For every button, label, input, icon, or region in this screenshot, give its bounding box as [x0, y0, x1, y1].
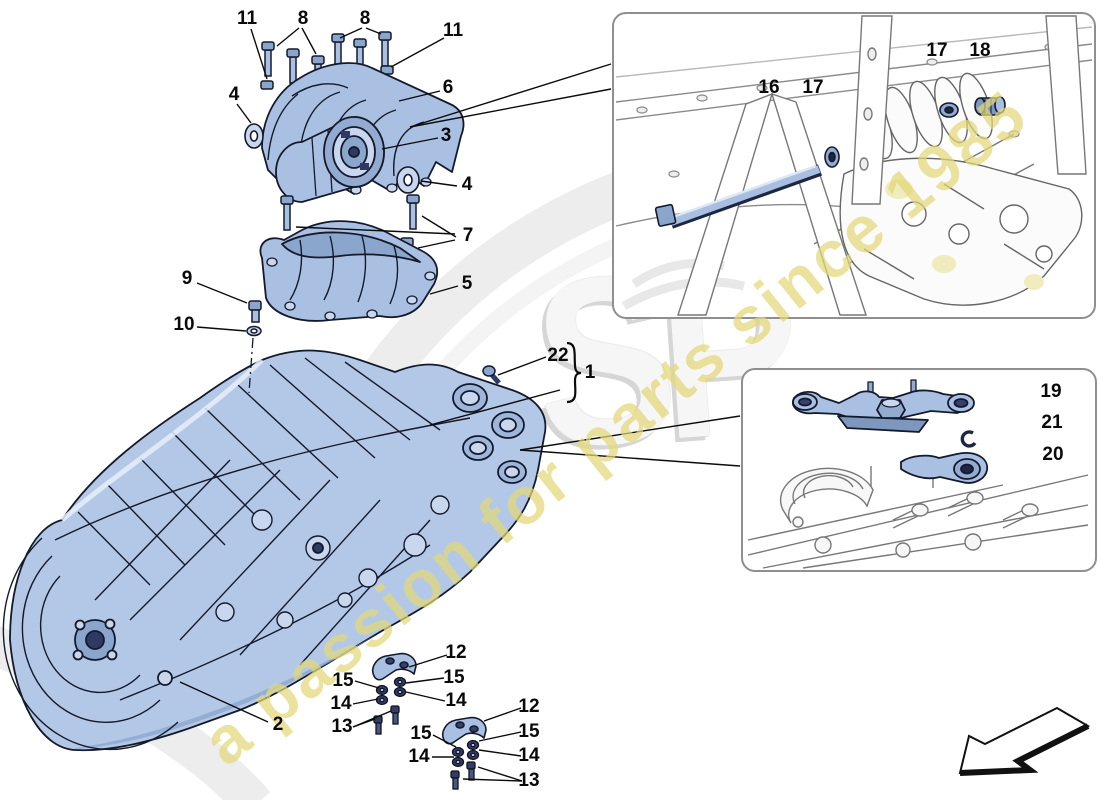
- part-12-bracket-set2: [441, 716, 487, 745]
- part-19-support-bracket: [791, 379, 975, 433]
- part-16-tie-rod: [654, 164, 823, 229]
- callout-1-brace: [566, 341, 582, 404]
- part-21-circlip: [960, 430, 977, 448]
- callout-1: 1: [584, 362, 596, 383]
- part-3-engine-mount-damper: [275, 116, 385, 203]
- part-15-14-washers-set2: [451, 739, 480, 768]
- drain-plug-part-2: [157, 670, 173, 686]
- callout-18: 18: [969, 40, 991, 61]
- callout-22: 22: [547, 345, 569, 366]
- part-15-14-washers-set1: [375, 676, 407, 706]
- part-9-bolt: [248, 300, 262, 323]
- part-11-nuts: [260, 65, 394, 90]
- callout-4a: 4: [228, 84, 240, 105]
- chassis-braces: [677, 15, 1087, 316]
- callout-14r-set1: 14: [445, 690, 467, 711]
- callout-8b: 8: [359, 8, 371, 29]
- callout-14r-set2: 14: [518, 745, 540, 766]
- callout-12-set1: 12: [445, 642, 467, 663]
- callout-15r-set1: 15: [443, 667, 465, 688]
- part-18-bushing: [974, 96, 1006, 116]
- part-12-bracket-set1: [371, 652, 417, 681]
- part-10-washer: [246, 325, 262, 337]
- callout-12-set2: 12: [518, 696, 540, 717]
- callout-6: 6: [442, 77, 454, 98]
- callout-15r-set2: 15: [518, 721, 540, 742]
- inset-chassis-mounting: [612, 12, 1096, 319]
- callout-8a: 8: [297, 8, 309, 29]
- callout-14l-set1: 14: [330, 693, 352, 714]
- callout-11b: 11: [442, 20, 464, 41]
- part-20-selector-lever: [900, 452, 988, 484]
- part-8-bolts: [261, 31, 392, 91]
- callout-17a: 17: [802, 77, 824, 98]
- callout-16: 16: [758, 77, 780, 98]
- callout-10: 10: [173, 314, 195, 335]
- part-13-bolts-set1: [373, 705, 400, 735]
- assembly-axis-line: [248, 337, 254, 394]
- callout-13-set1: 13: [331, 716, 353, 737]
- callout-5: 5: [461, 273, 473, 294]
- callout-15l-set1: 15: [332, 670, 354, 691]
- part-22-bolt: [482, 365, 501, 385]
- callout-14l-set2: 14: [408, 746, 430, 767]
- callout-21: 21: [1041, 412, 1063, 433]
- callout-2: 2: [272, 714, 284, 735]
- callout-11a: 11: [236, 8, 258, 29]
- part-17-washers: [824, 102, 959, 168]
- callout-15l-set2: 15: [410, 723, 432, 744]
- callout-3: 3: [440, 125, 452, 146]
- gearbox-housing: [2, 349, 547, 752]
- direction-arrow: [958, 706, 1091, 776]
- part-5-lower-cradle: [259, 220, 439, 322]
- callout-19: 19: [1040, 381, 1062, 402]
- inset-gear-linkage: [741, 368, 1097, 572]
- callout-9: 9: [181, 268, 193, 289]
- part-13-bolts-set2: [450, 761, 476, 790]
- callout-17b: 17: [926, 40, 948, 61]
- callout-4b: 4: [461, 174, 473, 195]
- callout-20: 20: [1042, 444, 1064, 465]
- part-4-washers: [244, 123, 420, 194]
- callout-13-set2: 13: [518, 770, 540, 791]
- callout-7: 7: [462, 225, 474, 246]
